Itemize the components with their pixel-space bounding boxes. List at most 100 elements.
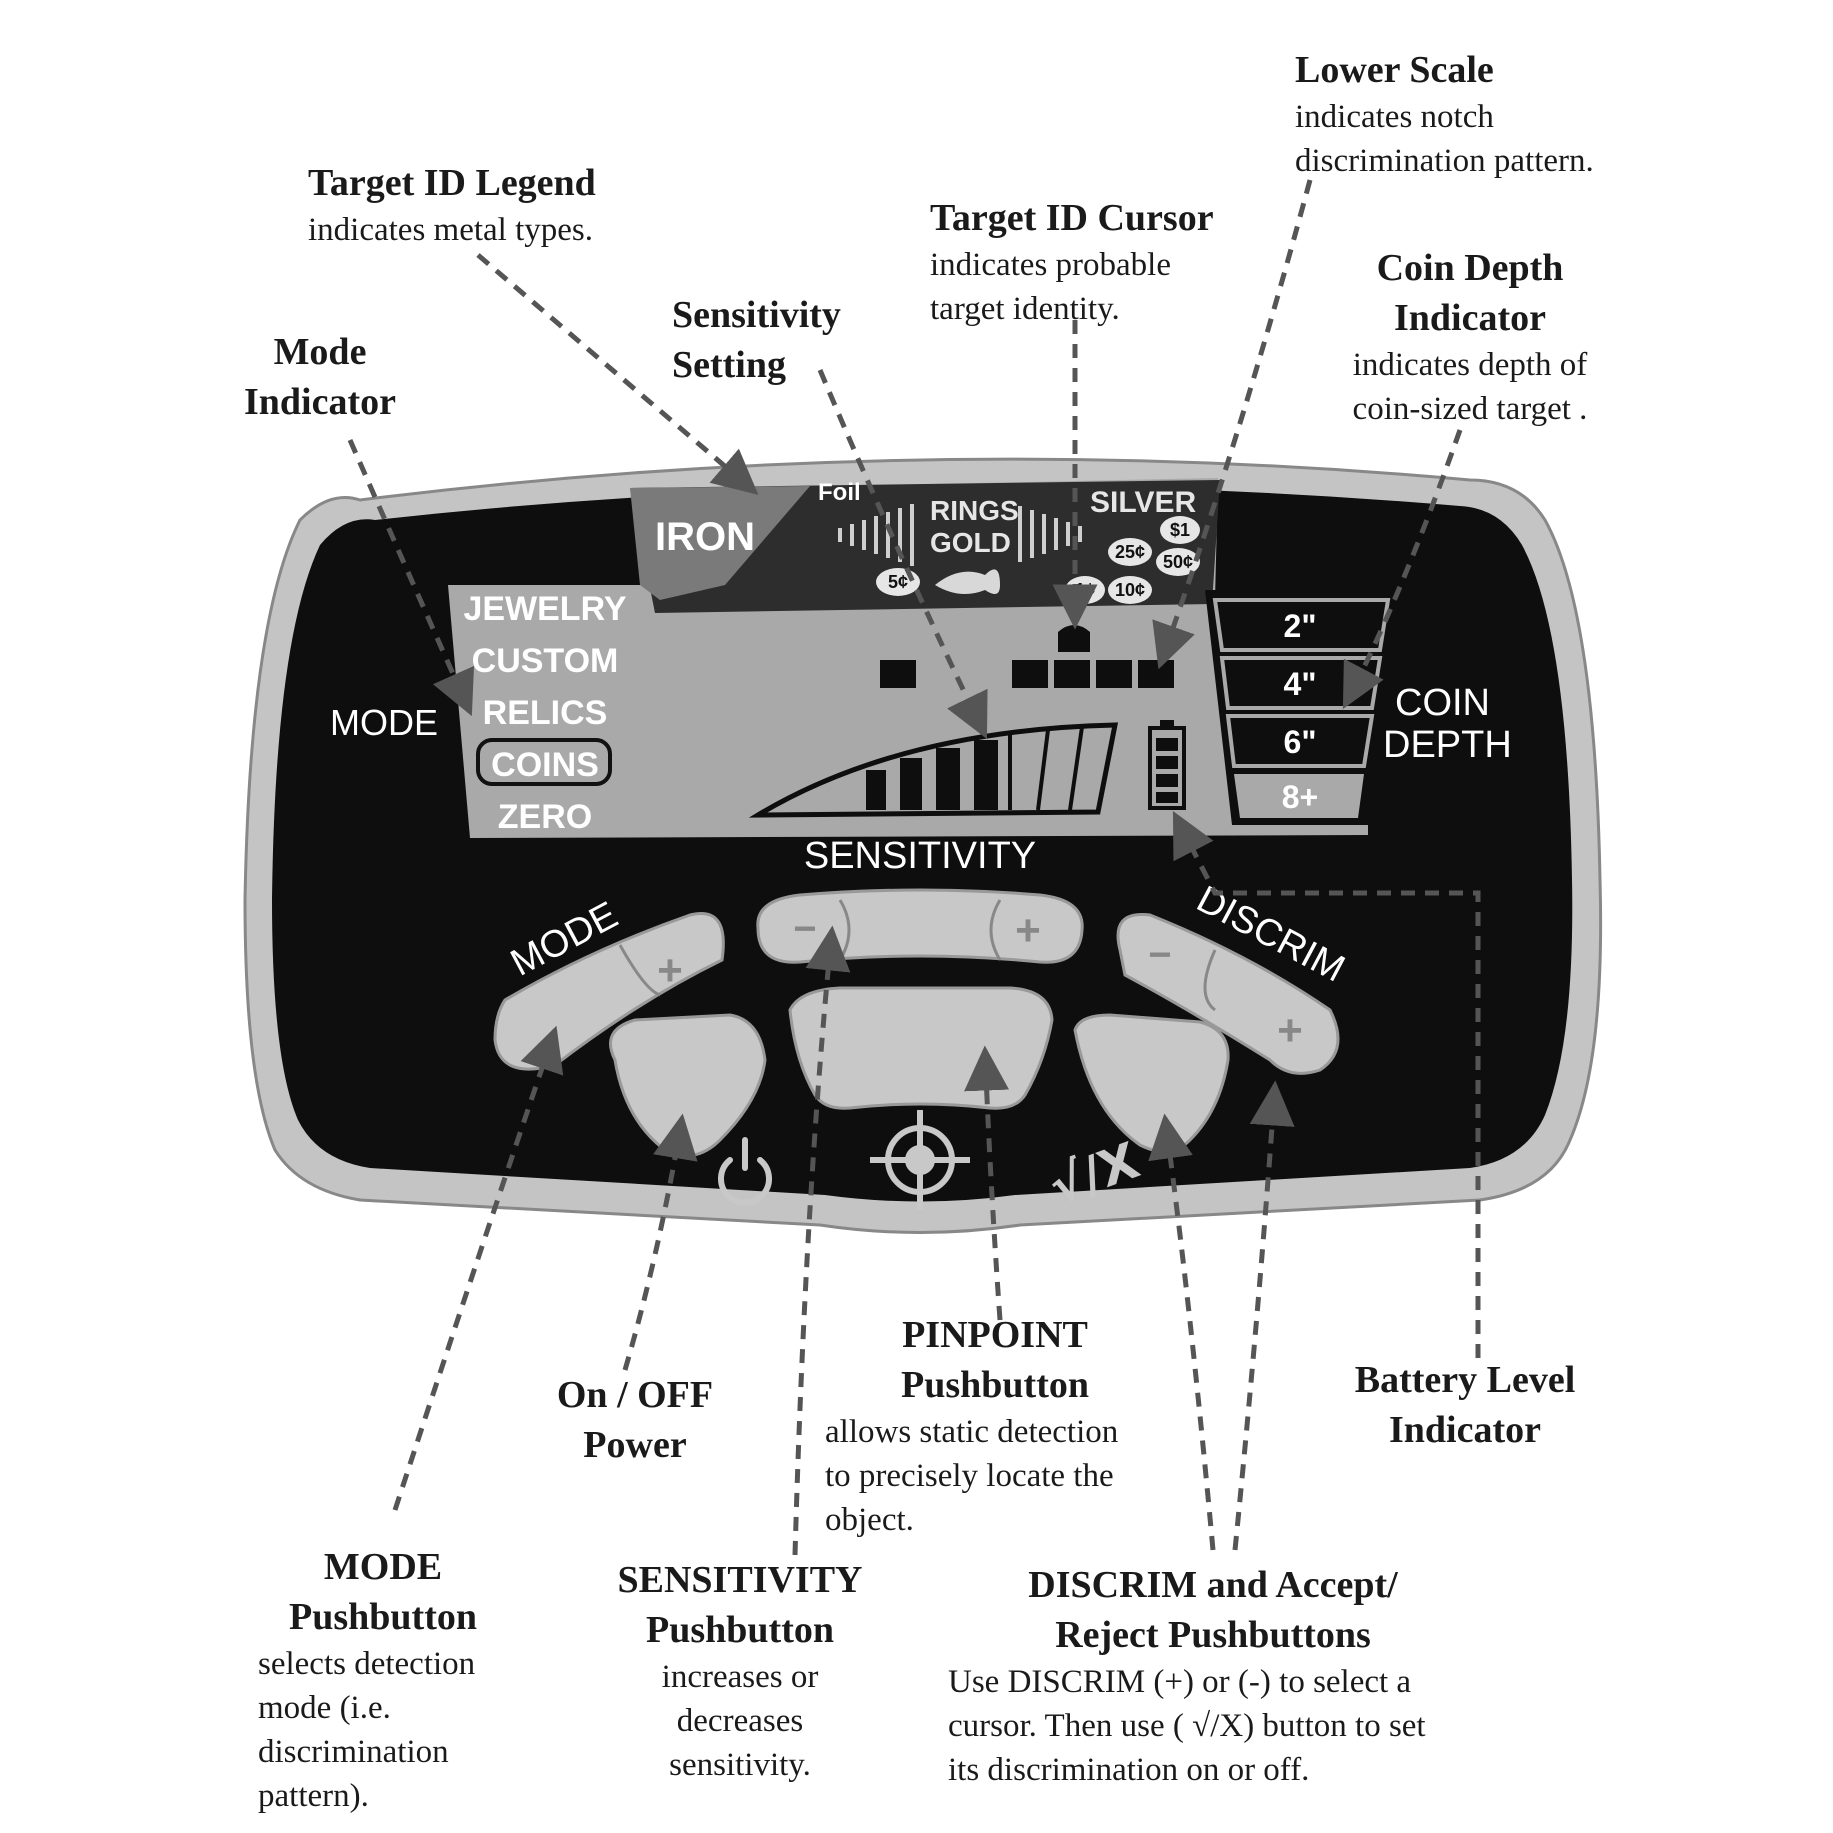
leader-coin-depth — [1342, 429, 1463, 709]
target-id-legend-desc: indicates metal types. — [308, 212, 593, 248]
mode-indicator-title-2: Indicator — [244, 381, 396, 423]
callout-sensitivity-setting: Sensitivity Setting — [672, 290, 841, 390]
target-id-cursor-mark — [1058, 625, 1090, 652]
lower-scale-desc-1: indicates notch — [1295, 99, 1494, 135]
callout-on-off: On / OFF Power — [530, 1370, 740, 1470]
target-id-cursor-title: Target ID Cursor — [930, 197, 1214, 239]
coin-depth-label-1: COIN — [1395, 682, 1490, 724]
power-button[interactable] — [609, 1013, 767, 1158]
mode-pushbutton-title-1: MODE — [323, 1546, 443, 1588]
battery-body — [1148, 726, 1186, 810]
legend-silver: SILVER — [1090, 486, 1196, 519]
notch-segment — [1096, 660, 1132, 688]
sensitivity-pushbutton-desc-2: decreases — [676, 1703, 804, 1739]
mode-label: MODE — [330, 702, 438, 743]
mode-list: JEWELRY CUSTOM RELICS COINS ZERO — [463, 590, 626, 836]
sensitivity-rocker-divider-right — [989, 899, 1002, 961]
pinpoint-desc-1: allows static detection — [825, 1414, 1119, 1450]
battery-title-1: Battery Level — [1354, 1359, 1576, 1401]
badge-nickel: 5¢ — [888, 572, 908, 592]
sensitivity-setting-title-2: Setting — [672, 344, 786, 386]
sensitivity-plus-glyph: + — [1015, 906, 1041, 955]
sensitivity-pushbutton-title-1: SENSITIVITY — [617, 1559, 863, 1601]
battery-cell — [1156, 756, 1178, 769]
leader-discrim — [1232, 1080, 1295, 1551]
discrim-rocker-divider — [1203, 949, 1217, 1012]
coin-depth-indicator: 2" 4" 6" 8+ — [1205, 590, 1398, 825]
leader-sensitivity-setting — [817, 369, 988, 740]
legend-tick-marks — [838, 504, 1082, 566]
pull-tab-icon — [935, 569, 1000, 594]
discrim-pushbuttons-desc-1: Use DISCRIM (+) or (-) to select a — [948, 1664, 1412, 1700]
discrim-rocker-button[interactable]: − + — [1116, 912, 1340, 1075]
mode-pushbutton-title-2: Pushbutton — [289, 1596, 477, 1638]
pinpoint-desc-2: to precisely locate the — [825, 1458, 1114, 1494]
leader-battery — [1172, 810, 1481, 1358]
pinpoint-title-1: PINPOINT — [902, 1314, 1088, 1356]
battery-cell — [1156, 738, 1178, 751]
callout-mode-indicator: Mode Indicator — [230, 327, 410, 427]
sensitivity-rocker-button[interactable]: − + — [756, 888, 1084, 964]
leader-mode-indicator — [347, 438, 475, 717]
notch-segment — [1054, 660, 1090, 688]
sensitivity-segment — [900, 758, 922, 810]
target-id-legend: IRON Foil RINGS GOLD SILVER 5¢ 1¢ 10¢ 25… — [630, 479, 1220, 613]
coin-depth-desc-1: indicates depth of — [1352, 347, 1588, 383]
badge-dime: 10¢ — [1115, 580, 1145, 600]
sensitivity-wedge — [748, 722, 1119, 818]
sensitivity-pushbutton-desc-1: increases or — [661, 1659, 819, 1695]
discrim-pushbuttons-title-2: Reject Pushbuttons — [1055, 1614, 1371, 1656]
coin-depth-title-2: Indicator — [1394, 297, 1546, 339]
pinpoint-button[interactable] — [788, 986, 1054, 1110]
battery-title-2: Indicator — [1389, 1409, 1541, 1451]
legend-gold: GOLD — [930, 527, 1011, 558]
coin-depth-label-2: DEPTH — [1383, 724, 1512, 766]
mode-pushbutton-desc-1: selects detection — [258, 1646, 476, 1682]
sensitivity-setting-title-1: Sensitivity — [672, 294, 841, 336]
notch-segment — [1138, 660, 1174, 688]
sensitivity-segment — [866, 770, 886, 810]
crosshair-icon — [870, 1110, 970, 1210]
sensitivity-segment — [936, 748, 960, 810]
depth-8plus: 8+ — [1282, 779, 1318, 815]
callout-coin-depth: Coin Depth Indicator indicates depth of … — [1300, 243, 1640, 431]
battery-level-indicator — [1148, 720, 1186, 810]
discrim-plus-glyph: + — [1277, 1006, 1303, 1055]
sensitivity-pushbutton-desc-3: sensitivity. — [669, 1747, 811, 1783]
battery-cap — [1160, 720, 1174, 728]
leader-mode-pushbutton — [392, 1025, 564, 1511]
callout-pinpoint: PINPOINT Pushbutton allows static detect… — [825, 1310, 1165, 1542]
notch-segment — [1012, 660, 1048, 688]
discrim-minus-glyph: − — [1148, 933, 1171, 977]
lower-scale-desc-2: discrimination pattern. — [1295, 143, 1594, 179]
depth-row-6in — [1225, 714, 1375, 768]
mode-pushbutton-desc-3: discrimination — [258, 1734, 449, 1770]
discrim-pushbuttons-title-1: DISCRIM and Accept/ — [1028, 1564, 1398, 1606]
selected-mode-frame — [476, 738, 612, 786]
leader-lines — [347, 179, 1481, 1556]
callout-lower-scale: Lower Scale indicates notch discriminati… — [1295, 45, 1594, 183]
mode-jewelry: JEWELRY — [463, 590, 626, 628]
legend-rings: RINGS — [930, 495, 1019, 526]
mode-indicator-title-1: Mode — [273, 331, 367, 373]
discrim-rocker-body[interactable] — [1116, 912, 1340, 1075]
sensitivity-minus-glyph: − — [793, 907, 816, 951]
callout-battery: Battery Level Indicator — [1335, 1355, 1595, 1455]
leader-lower-scale — [1152, 179, 1313, 670]
mode-relics: RELICS — [483, 694, 608, 732]
mode-coins: COINS — [491, 746, 599, 784]
target-id-cursor-desc-2: target identity. — [930, 291, 1120, 327]
pinpoint-title-2: Pushbutton — [901, 1364, 1089, 1406]
leader-sensitivity-pushbutton — [792, 925, 851, 1556]
discrim-pushbuttons-desc-2: cursor. Then use ( √/X) button to set — [948, 1708, 1426, 1744]
target-id-legend-title: Target ID Legend — [308, 162, 596, 204]
badge-quarter: 25¢ — [1115, 542, 1145, 562]
depth-row-2in — [1212, 598, 1391, 652]
callout-target-id-legend: Target ID Legend indicates metal types. — [308, 158, 596, 252]
coin-depth-desc-2: coin-sized target . — [1352, 391, 1588, 427]
notch-segment — [880, 660, 916, 688]
leader-pinpoint — [964, 1045, 1010, 1321]
callout-target-id-cursor: Target ID Cursor indicates probable targ… — [930, 193, 1214, 331]
callout-sensitivity-pushbutton: SENSITIVITY Pushbutton increases or decr… — [595, 1555, 885, 1787]
